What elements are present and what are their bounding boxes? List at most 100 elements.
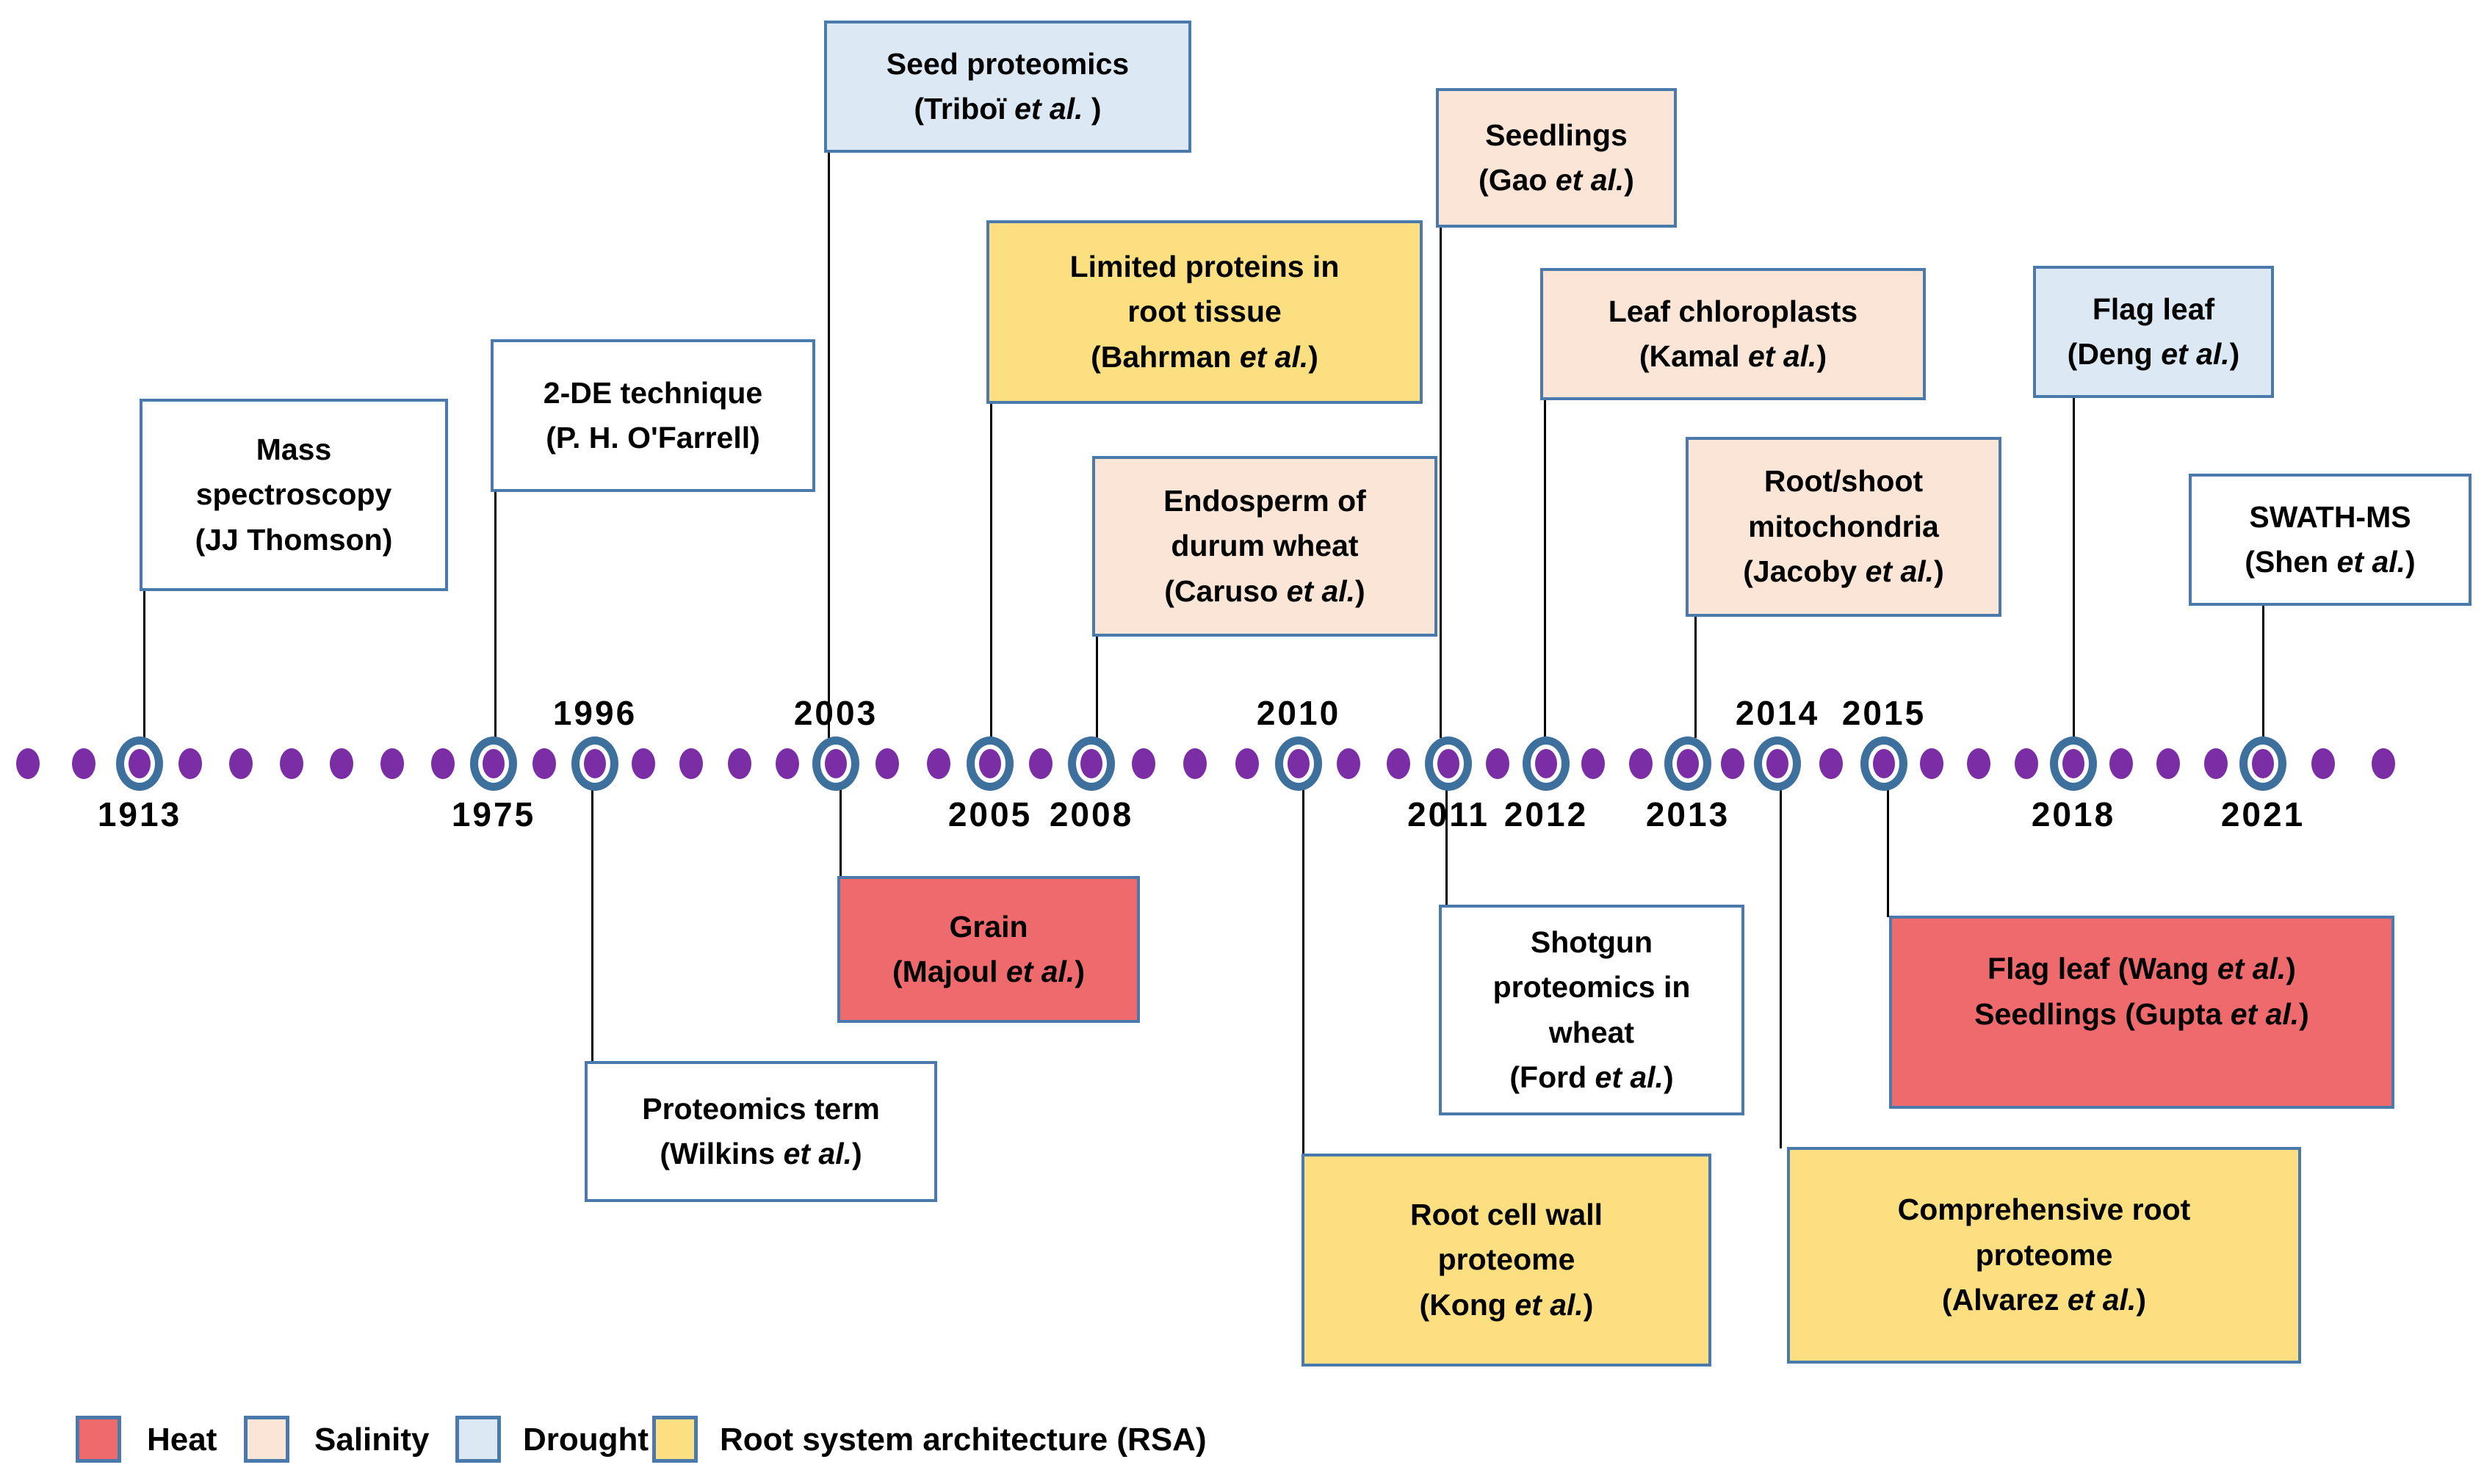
- timeline-dot: [2203, 748, 2228, 779]
- ring-inner-dot: [1873, 749, 1895, 778]
- event-box-text-line: Mass: [256, 432, 332, 466]
- timeline-ring-2005: [967, 736, 1014, 791]
- timeline-ring-2003: [812, 736, 859, 791]
- timeline-dot: [2372, 748, 2395, 779]
- event-box-text-line: Flag leaf (Wang et al.): [1987, 952, 2296, 985]
- year-label-2014: 2014: [1735, 694, 1820, 732]
- event-box-text-line: Seed proteomics: [886, 46, 1130, 81]
- ring-inner-dot: [584, 749, 606, 778]
- timeline-dot: [2311, 748, 2335, 779]
- ring-inner-dot: [979, 749, 1001, 778]
- event-box-text-line: (Triboï et al. ): [914, 92, 1102, 126]
- timeline-dot: [279, 748, 303, 779]
- timeline-ring-1975: [470, 736, 517, 791]
- timeline-dot: [927, 748, 950, 779]
- timeline-dot: [1337, 748, 1360, 779]
- timeline-ring-1913: [116, 736, 163, 791]
- connector-2011-shotgun-proteomics-wheat: [1445, 789, 1448, 906]
- timeline-dot: [1387, 748, 1410, 779]
- event-box-text-line: Root cell wall: [1410, 1197, 1603, 1231]
- timeline-dot: [178, 748, 202, 779]
- connector-2012-leaf-chloroplasts: [1544, 399, 1546, 738]
- et-al-italic: et al.: [1748, 339, 1817, 373]
- event-box-text-line: Seedlings: [1485, 117, 1628, 152]
- et-al-italic: et al.: [783, 1137, 852, 1170]
- event-box-text-line: proteomics in: [1492, 970, 1691, 1004]
- year-label-2021: 2021: [2220, 795, 2306, 833]
- et-al-italic: et al.: [2230, 996, 2300, 1031]
- event-box-text-line: Seedlings (Gupta et al.): [1974, 996, 2309, 1031]
- et-al-italic: et al.: [1595, 1060, 1664, 1094]
- timeline-dot: [1967, 748, 1990, 779]
- ring-inner-dot: [483, 749, 505, 778]
- timeline-ring-2021: [2239, 736, 2286, 791]
- year-label-1975: 1975: [451, 795, 536, 833]
- timeline-dot: [1131, 748, 1155, 779]
- connector-1996-proteomics-term: [591, 789, 593, 1063]
- ring-inner-dot: [2252, 749, 2274, 778]
- event-box-text-line: Shotgun: [1530, 924, 1653, 959]
- event-box-text-line: (Kamal et al.): [1639, 339, 1827, 373]
- ring-inner-dot: [825, 749, 847, 778]
- year-label-2010: 2010: [1256, 694, 1341, 732]
- timeline-dot: [1581, 748, 1606, 779]
- legend-label-heat: Heat: [147, 1422, 217, 1458]
- event-box-text-line: root tissue: [1127, 294, 1282, 329]
- timeline-ring-2018: [2050, 736, 2097, 791]
- timeline-ring-2011: [1425, 736, 1472, 791]
- year-label-1996: 1996: [552, 694, 638, 732]
- connector-1913-mass-spectroscopy: [143, 590, 145, 738]
- year-label-2008: 2008: [1049, 795, 1134, 833]
- event-box-text-line: proteome: [1975, 1237, 2113, 1272]
- event-box-flag-leaf-wang-seedlings-gupta: Flag leaf (Wang et al.) Seedlings (Gupta …: [1889, 916, 2394, 1109]
- et-al-italic: et al.: [1865, 554, 1935, 589]
- event-box-text-line: Endosperm of: [1163, 483, 1366, 518]
- et-al-italic: et al.: [2161, 337, 2230, 371]
- event-box-seedlings-gao: Seedlings(Gao et al.): [1436, 88, 1677, 228]
- et-al-italic: et al.: [1555, 163, 1625, 197]
- event-box-text-line: durum wheat: [1171, 529, 1359, 563]
- year-label-2005: 2005: [947, 795, 1033, 833]
- timeline-dot: [1235, 748, 1259, 779]
- event-box-text-line: mitochondria: [1748, 509, 1939, 543]
- connector-2014-comprehensive-root-proteome: [1780, 789, 1782, 1148]
- timeline-ring-2015: [1860, 736, 1907, 791]
- timeline-dot: [16, 748, 40, 779]
- event-box-grain: Grain(Majoul et al.): [837, 876, 1140, 1023]
- event-box-text-line: Grain: [949, 909, 1028, 944]
- connector-2003-seed-proteomics: [828, 151, 830, 738]
- timeline-dot: [330, 748, 354, 779]
- ring-inner-dot: [1288, 749, 1310, 778]
- year-label-2011: 2011: [1407, 795, 1490, 833]
- et-al-italic: et al.: [2067, 1283, 2137, 1317]
- connector-2018-flag-leaf-deng: [2073, 397, 2075, 738]
- event-box-text-line: Limited proteins in: [1069, 249, 1340, 283]
- timeline-dot: [1919, 748, 1943, 779]
- event-box-text-line: proteome: [1437, 1242, 1575, 1277]
- ring-inner-dot: [1437, 749, 1459, 778]
- event-box-text-line: (Kong et al.): [1419, 1287, 1594, 1322]
- year-label-2018: 2018: [2031, 795, 2116, 833]
- et-al-italic: et al.: [1005, 955, 1075, 988]
- event-box-text-line: (Ford et al.): [1509, 1060, 1674, 1094]
- event-box-text-line: Root/shoot: [1763, 464, 1924, 499]
- event-box-text-line: (JJ Thomson): [195, 522, 393, 557]
- timeline-dot: [1721, 748, 1744, 779]
- event-box-leaf-chloroplasts: Leaf chloroplasts(Kamal et al.): [1540, 268, 1926, 400]
- year-label-2003: 2003: [793, 694, 878, 732]
- et-al-italic: et al.: [2217, 952, 2286, 985]
- timeline-dot: [1819, 748, 1843, 779]
- timeline-ring-2014: [1754, 736, 1801, 791]
- connector-2003-grain: [840, 789, 842, 877]
- et-al-italic: et al.: [1014, 92, 1083, 126]
- connector-2013-root-shoot-mitochondria: [1694, 615, 1697, 738]
- ring-inner-dot: [2062, 749, 2084, 778]
- event-box-proteomics-term: Proteomics term(Wilkins et al.): [585, 1061, 937, 1202]
- event-box-text-line: Flag leaf: [2092, 292, 2215, 326]
- event-box-flag-leaf-deng: Flag leaf (Deng et al.): [2033, 266, 2274, 398]
- event-box-text-line: (Deng et al.): [2067, 337, 2240, 371]
- connector-2010-root-cell-wall-proteome: [1302, 789, 1304, 1155]
